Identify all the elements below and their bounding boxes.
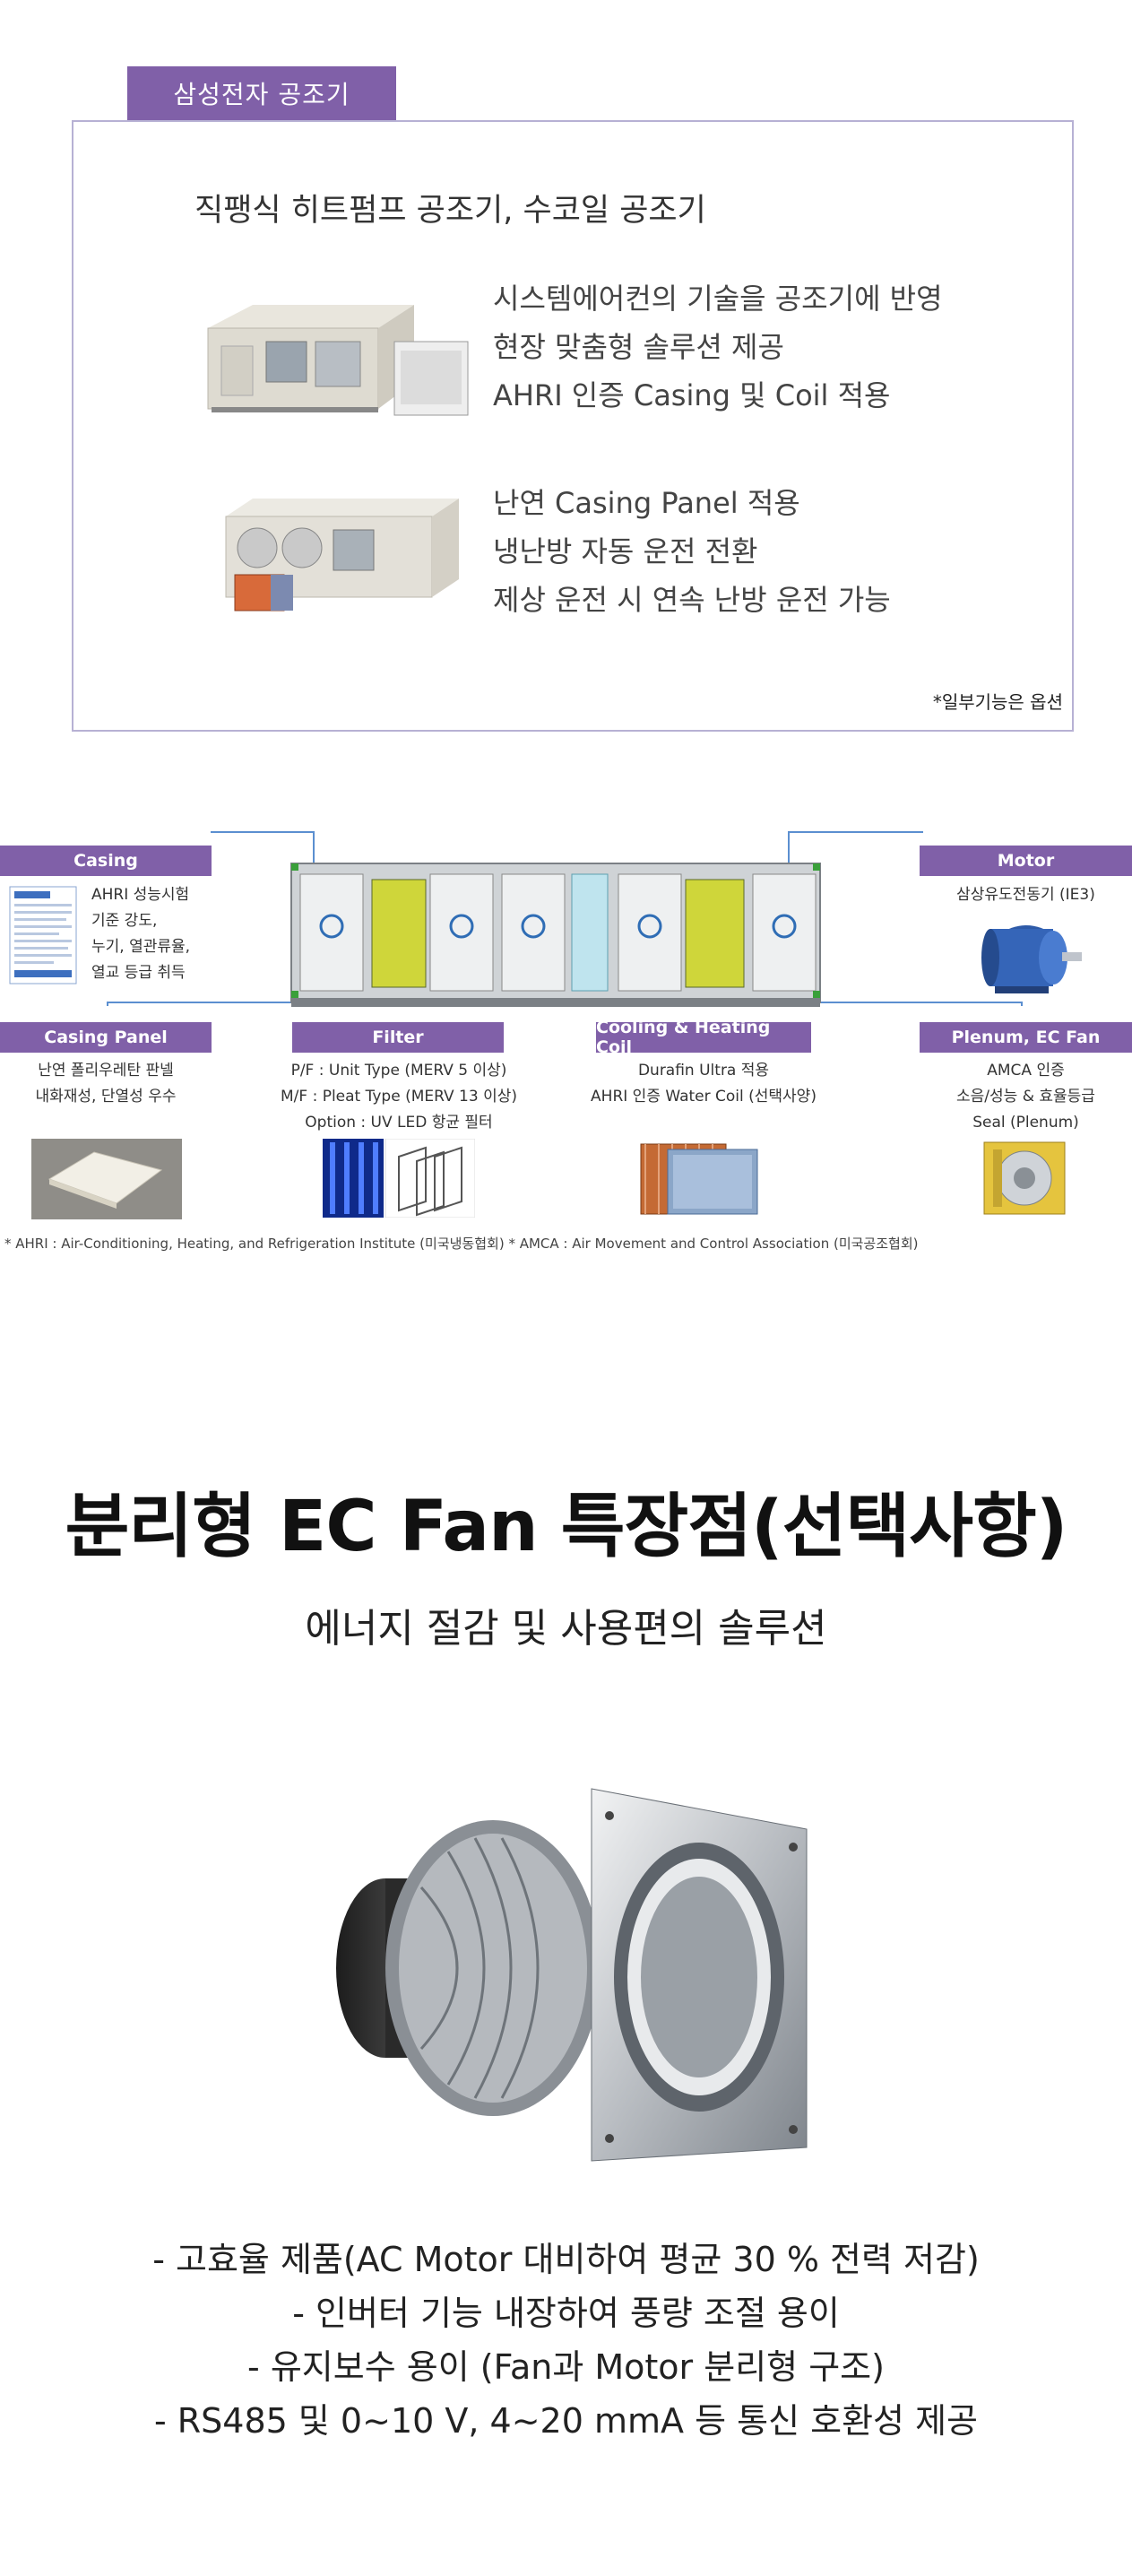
desc-line: Durafin Ultra 적용 — [637, 1062, 770, 1080]
feature-item: AHRI 인증 Casing 및 Coil 적용 — [493, 378, 891, 412]
desc-line: 삼상유도전동기 (IE3) — [956, 886, 1095, 904]
ecfan-subtitle: 에너지 절감 및 사용편의 솔루션 — [305, 1606, 827, 1652]
bullet-item: - 고효율 제품(AC Motor 대비하여 평균 30 % 전력 저감) — [152, 2240, 980, 2279]
bullet-item: - RS485 및 0~10 V, 4~20 mmA 등 통신 호환성 제공 — [153, 2401, 979, 2441]
feature-item: 시스템에어컨의 기술을 공조기에 반영 — [493, 282, 943, 316]
desc-line: 소음/성능 & 효율등급 — [956, 1088, 1095, 1106]
panel-image — [31, 1139, 182, 1219]
part-desc-coil: Durafin Ultra 적용 AHRI 인증 Water Coil (선택사… — [574, 1058, 834, 1110]
part-label-plenum-fan: Plenum, EC Fan — [920, 1022, 1132, 1053]
desc-line: M/F : Pleat Type (MERV 13 이상) — [281, 1088, 517, 1106]
desc-line: AHRI 성능시험 — [91, 886, 190, 904]
feature-list-1: 시스템에어컨의 기술을 공조기에 반영 현장 맞춤형 솔루션 제공 AHRI 인… — [493, 274, 943, 420]
ecfan-title: 분리형 EC Fan 특장점(선택사항) — [65, 1487, 1068, 1567]
desc-line: AHRI 인증 Water Coil (선택사양) — [591, 1088, 817, 1106]
part-label-motor: Motor — [920, 846, 1132, 876]
footnote: * AHRI : Air-Conditioning, Heating, and … — [4, 1236, 919, 1252]
part-label-casing: Casing — [0, 846, 212, 876]
part-desc-plenum-fan: AMCA 인증 소음/성능 & 효율등급 Seal (Plenum) — [920, 1058, 1132, 1136]
motor-image — [981, 925, 1082, 993]
bullet-item: - 유지보수 용이 (Fan과 Motor 분리형 구조) — [247, 2347, 885, 2387]
ec-fan-image — [336, 1788, 808, 2162]
desc-line: Option : UV LED 항균 필터 — [305, 1114, 493, 1132]
plenum-fan-image — [983, 1141, 1066, 1215]
part-label-casing-panel: Casing Panel — [0, 1022, 212, 1053]
certificate-icon — [9, 886, 77, 984]
option-note: *일부기능은 옵션 — [932, 691, 1063, 713]
ahu-heatpump-image — [207, 305, 469, 416]
desc-line: 누기, 열관류율, — [91, 938, 191, 956]
desc-line: AMCA 인증 — [987, 1062, 1065, 1080]
desc-line: 난연 폴리우레탄 판넬 — [38, 1062, 174, 1080]
product-card: 직팽식 히트펌프 공조기, 수코일 공조기 시스템에어컨의 기술을 공조기에 반… — [72, 120, 1074, 732]
desc-line: 열교 등급 취득 — [91, 964, 186, 982]
feature-item: 냉난방 자동 운전 전환 — [493, 534, 758, 568]
part-label-filter: Filter — [292, 1022, 504, 1053]
part-label-coil: Cooling & Heating Coil — [596, 1018, 811, 1057]
desc-line: Seal (Plenum) — [972, 1114, 1079, 1132]
part-desc-casing-panel: 난연 폴리우레탄 판넬 내화재성, 단열성 우수 — [0, 1058, 212, 1110]
ahu-watercoil-image — [225, 499, 459, 611]
desc-line: 기준 강도, — [91, 912, 158, 930]
part-desc-casing: AHRI 성능시험 기준 강도, 누기, 열관류율, 열교 등급 취득 — [91, 882, 190, 986]
bullet-item: - 인버터 기능 내장하여 풍량 조절 용이 — [292, 2294, 840, 2333]
part-desc-filter: P/F : Unit Type (MERV 5 이상) M/F : Pleat … — [260, 1058, 538, 1136]
coil-image — [640, 1143, 758, 1215]
feature-list-2: 난연 Casing Panel 적용 냉난방 자동 운전 전환 제상 운전 시 … — [493, 479, 891, 624]
feature-item: 현장 맞춤형 솔루션 제공 — [493, 330, 784, 364]
feature-item: 제상 운전 시 연속 난방 운전 가능 — [493, 583, 891, 617]
part-desc-motor: 삼상유도전동기 (IE3) — [920, 882, 1132, 908]
filter-image — [323, 1139, 475, 1218]
card-title: 직팽식 히트펌프 공조기, 수코일 공조기 — [194, 193, 706, 229]
feature-item: 난연 Casing Panel 적용 — [493, 486, 800, 520]
ecfan-bullets: - 고효율 제품(AC Motor 대비하여 평균 30 % 전력 저감) - … — [0, 2233, 1132, 2448]
desc-line: 내화재성, 단열성 우수 — [35, 1088, 177, 1106]
ahu-cross-section — [290, 863, 821, 1007]
desc-line: P/F : Unit Type (MERV 5 이상) — [290, 1062, 507, 1080]
section-tag: 삼성전자 공조기 — [127, 66, 396, 120]
